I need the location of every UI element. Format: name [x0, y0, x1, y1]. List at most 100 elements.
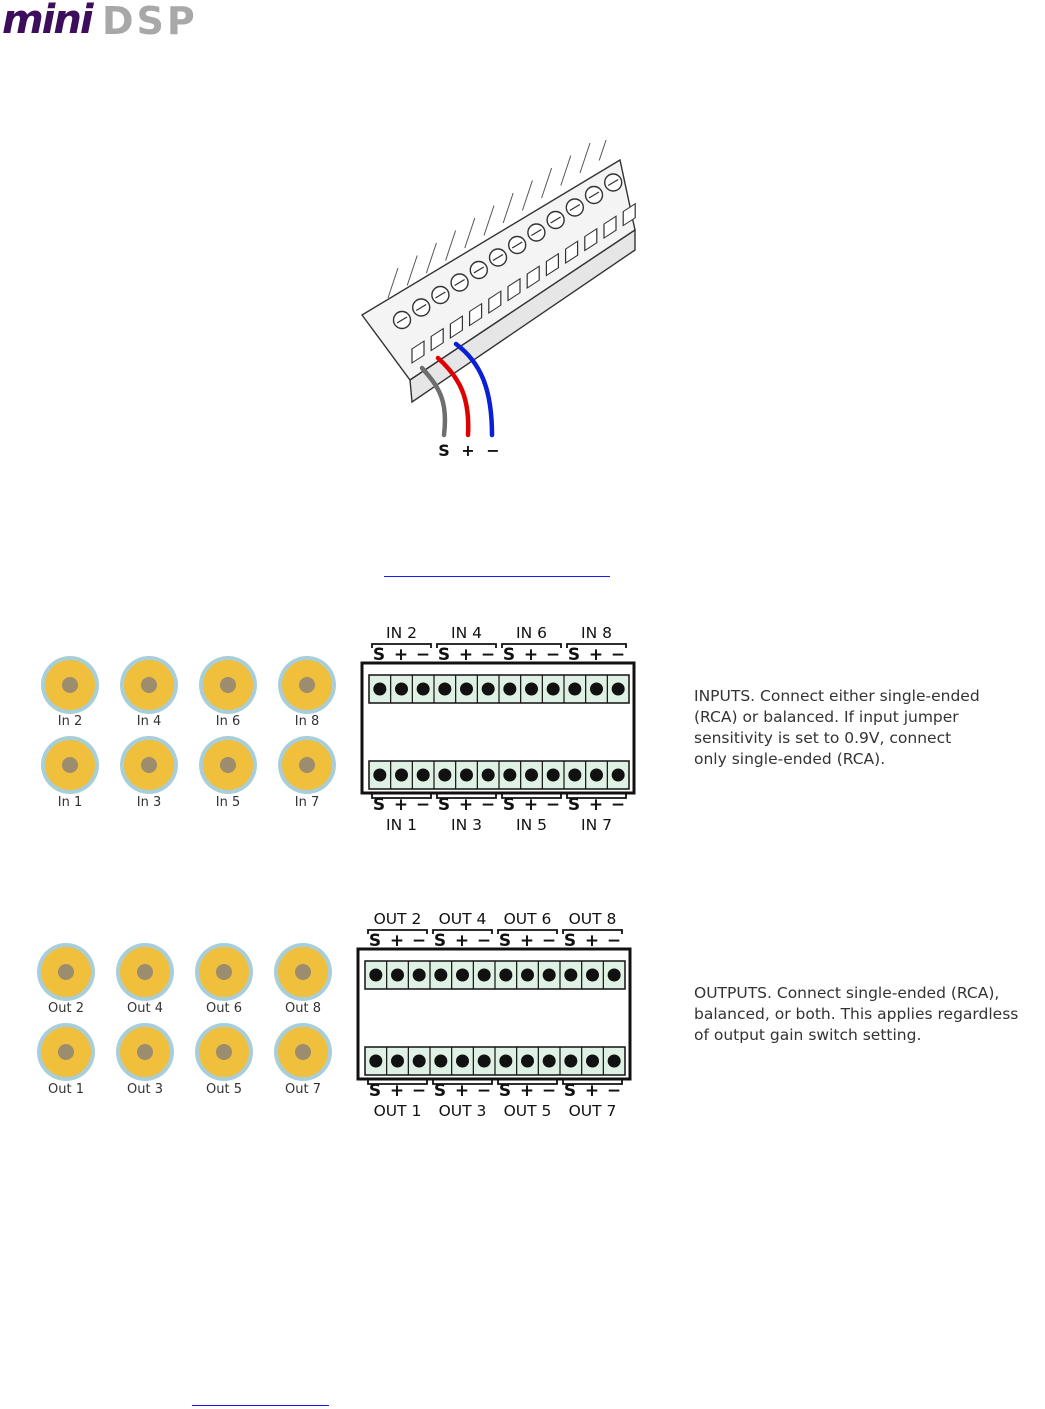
terminal-strip-top — [368, 674, 630, 704]
pin-label: − — [607, 1081, 621, 1101]
terminal-pin — [586, 968, 599, 982]
pin-label: S — [373, 795, 385, 815]
rca-connector — [116, 1023, 174, 1081]
minidsp-logo: mini DSP — [2, 0, 198, 43]
pin-label: S — [438, 795, 450, 815]
terminal-pin — [369, 1054, 383, 1068]
rca-connector — [274, 943, 332, 1001]
pin-label: − — [477, 931, 491, 951]
rca-label: In 7 — [295, 795, 319, 810]
terminal-pin — [373, 768, 387, 782]
terminal-screw — [604, 173, 623, 192]
terminal-block-body — [360, 140, 636, 404]
logo-dsp-text: DSP — [102, 0, 198, 43]
pin-label: − — [546, 795, 560, 815]
block-top-label: IN 6 — [516, 624, 547, 642]
terminal-screw — [546, 210, 565, 230]
pin-label: − — [542, 1081, 556, 1101]
rca-label: In 1 — [58, 795, 82, 810]
terminal-wires — [419, 341, 495, 438]
rca-connector — [116, 943, 174, 1001]
rca-connector — [41, 736, 99, 794]
terminal-pin — [391, 1054, 404, 1068]
terminal-pin — [611, 768, 625, 782]
terminal-pin — [521, 1054, 534, 1068]
rca-label: Out 7 — [285, 1082, 321, 1097]
rca-connector — [195, 1023, 253, 1081]
pin-label: S — [503, 645, 515, 665]
pin-label: − — [481, 645, 495, 665]
terminal-pin — [416, 768, 430, 782]
pin-label: + — [455, 931, 469, 951]
terminal-pin — [607, 968, 621, 982]
terminal-pin — [590, 768, 603, 782]
rca-label: Out 1 — [48, 1082, 84, 1097]
pin-label: S — [373, 645, 385, 665]
pin-label: + — [585, 1081, 599, 1101]
terminal-pin — [477, 1054, 491, 1068]
pin-label: − — [607, 931, 621, 951]
terminal-pin — [456, 1054, 469, 1068]
terminal-screw — [488, 248, 508, 267]
rca-connector — [120, 736, 178, 794]
pin-label: S — [564, 1081, 576, 1101]
terminal-pin — [395, 682, 408, 696]
rca-label: In 4 — [137, 714, 161, 729]
terminal-pin — [521, 968, 534, 982]
terminal-pin — [481, 768, 495, 782]
rca-connector — [195, 943, 253, 1001]
terminal-screw — [411, 298, 431, 317]
block-top-label: OUT 6 — [504, 910, 552, 928]
block-top-label: IN 4 — [451, 624, 482, 642]
rca-label: In 8 — [295, 714, 319, 729]
outputs-description: OUTPUTS. Connect single-ended (RCA), bal… — [694, 984, 1019, 1044]
terminal-screw — [527, 223, 546, 242]
terminal-slot — [449, 315, 464, 339]
pin-label: S — [438, 645, 450, 665]
terminal-pin — [611, 682, 625, 696]
terminal-screw — [565, 198, 585, 217]
terminal-slot — [488, 290, 502, 314]
terminal-pin — [525, 682, 538, 696]
terminal-pin — [460, 682, 473, 696]
rca-connector — [199, 656, 257, 714]
rca-connector — [278, 656, 336, 714]
block-bottom-label: IN 5 — [516, 816, 547, 834]
pin-label: + — [459, 795, 473, 815]
pin-label: S — [564, 931, 576, 951]
rca-label: Out 8 — [285, 1001, 321, 1016]
terminal-pin — [395, 768, 408, 782]
terminal-pin — [412, 968, 426, 982]
terminal-slot — [584, 227, 598, 252]
terminal-strip-bottom — [364, 1046, 626, 1076]
terminal-pin — [456, 968, 469, 982]
terminal-slot — [411, 340, 425, 364]
rca-label: Out 5 — [206, 1082, 242, 1097]
terminal-pin — [503, 768, 517, 782]
terminal-pin — [542, 1054, 556, 1068]
pin-label: − — [416, 795, 430, 815]
link-underline[interactable] — [384, 576, 610, 577]
pin-label: − — [477, 1081, 491, 1101]
block-top-label: OUT 2 — [374, 910, 422, 928]
terminal-pin — [525, 768, 538, 782]
pin-label: + — [524, 645, 538, 665]
terminal-wire-labels: S+− — [438, 441, 499, 460]
logo-mini-text: mini — [2, 0, 95, 43]
terminal-slot — [507, 277, 521, 302]
pin-label: + — [524, 795, 538, 815]
rca-label: In 3 — [137, 795, 161, 810]
pin-label: + — [585, 931, 599, 951]
block-top-label: IN 2 — [386, 624, 417, 642]
pin-label: − — [412, 1081, 426, 1101]
pin-label: − — [416, 645, 430, 665]
block-bottom-label: OUT 7 — [569, 1102, 617, 1120]
pin-label: + — [390, 1081, 404, 1101]
terminal-pin — [546, 682, 560, 696]
link-underline[interactable] — [192, 1405, 329, 1406]
block-bottom-label: IN 1 — [386, 816, 417, 834]
block-bottom-label: OUT 3 — [439, 1102, 487, 1120]
pin-label: S — [369, 1081, 381, 1101]
terminal-pin — [607, 1054, 621, 1068]
